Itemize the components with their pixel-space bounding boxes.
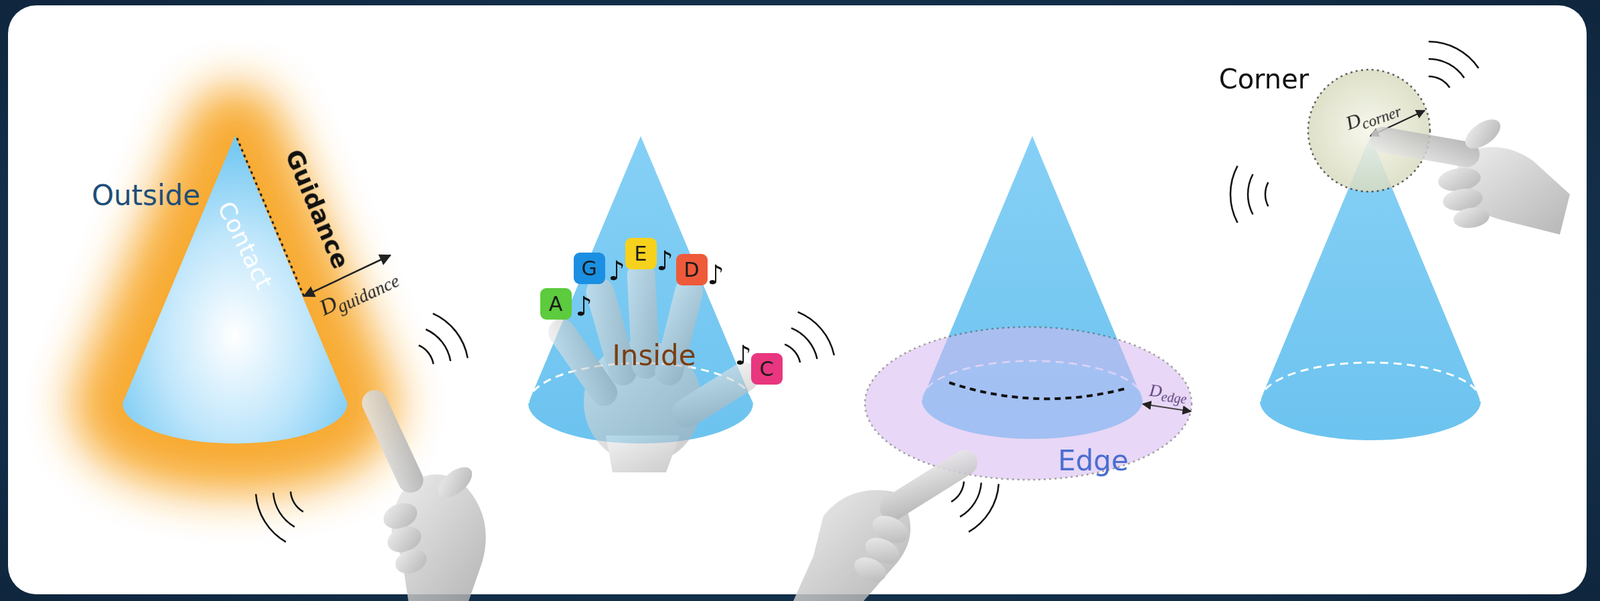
note-letter: D [683, 257, 699, 282]
note-letter: G [581, 256, 597, 280]
sound-wave [1428, 58, 1465, 78]
sound-wave [273, 492, 295, 527]
music-note: ♪ [706, 259, 725, 290]
dimension-label: Dedge [1148, 380, 1188, 404]
sound-wave [425, 329, 451, 361]
dimension-subscript: edge [1160, 388, 1188, 407]
note-badge: G [573, 252, 606, 284]
sound-wave [951, 481, 965, 502]
sound-wave [419, 344, 434, 364]
sound-wave [290, 491, 304, 512]
sound-wave [1428, 76, 1451, 88]
note-letter: E [634, 241, 648, 266]
music-note: ♪ [734, 340, 752, 370]
sound-wave [784, 344, 800, 363]
note-badge: E [625, 237, 657, 270]
sound-wave [1247, 174, 1253, 215]
sound-wave [433, 313, 468, 359]
sound-wave [791, 328, 818, 359]
region-label: Edge [1057, 445, 1129, 476]
sound-wave [1265, 182, 1268, 207]
note-badge: C [751, 352, 783, 385]
sound-wave [960, 482, 982, 517]
sound-wave [1230, 166, 1238, 223]
music-note: ♪ [575, 291, 593, 321]
region-label: Corner [1219, 64, 1310, 94]
note-letter: A [548, 291, 564, 316]
music-note: ♪ [607, 255, 626, 286]
sound-wave [1428, 41, 1479, 69]
music-note: ♪ [656, 245, 674, 276]
sound-wave [797, 311, 835, 356]
sound-wave [255, 493, 286, 542]
note-letter: C [759, 356, 774, 381]
sound-wave [968, 483, 999, 532]
note-badge: D [676, 253, 708, 286]
note-badge: A [540, 287, 572, 320]
region-label: Outside [91, 180, 201, 211]
region-label: Inside [611, 340, 696, 371]
